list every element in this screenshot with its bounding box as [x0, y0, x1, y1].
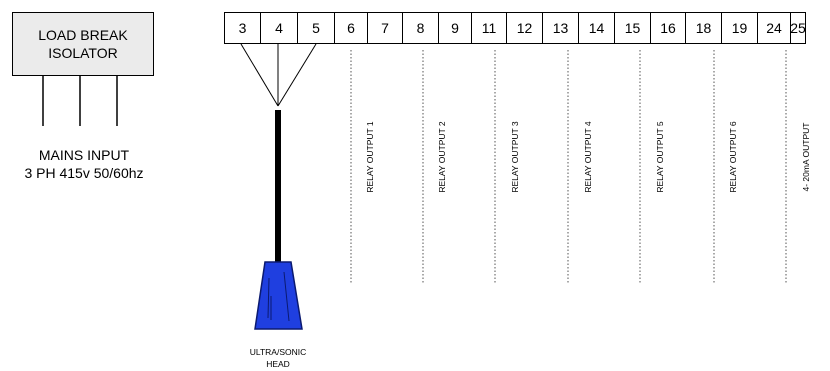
- ultrasonic-head-icon: [254, 261, 303, 330]
- output-label-5: RELAY OUTPUT 5: [655, 121, 665, 193]
- terminal-12: 12: [507, 13, 543, 43]
- output-label-4: RELAY OUTPUT 4: [583, 121, 593, 193]
- output-label-6: RELAY OUTPUT 6: [728, 121, 738, 193]
- mains-label-line2: 3 PH 415v 50/60hz: [24, 165, 144, 181]
- output-dotted-lines: [350, 50, 787, 284]
- terminal-25: 25: [790, 20, 806, 36]
- terminal-19: 19: [722, 13, 758, 43]
- load-break-isolator: LOAD BREAK ISOLATOR: [12, 12, 154, 76]
- terminal-24: 24: [758, 13, 791, 43]
- terminal-3: 3: [225, 13, 261, 43]
- isolator-label-line2: ISOLATOR: [48, 45, 118, 61]
- head-label-line2: HEAD: [266, 359, 290, 369]
- output-label-7: 4- 20mA OUTPUT: [801, 122, 811, 192]
- head-label-line1: ULTRA/SONIC: [249, 347, 307, 357]
- terminal-18: 18: [686, 13, 722, 43]
- terminal-4: 4: [261, 13, 298, 43]
- terminal-11: 11: [472, 13, 507, 43]
- output-label-3: RELAY OUTPUT 3: [510, 121, 520, 193]
- mains-label-line1: MAINS INPUT: [38, 147, 130, 163]
- output-label-1: RELAY OUTPUT 1: [365, 121, 375, 193]
- terminal-13: 13: [543, 13, 579, 43]
- terminal-15: 15: [615, 13, 651, 43]
- ultrasonic-head-label: ULTRA/SONIC HEAD: [228, 346, 328, 370]
- terminal-6: 6: [335, 13, 368, 43]
- terminal-8: 8: [403, 13, 439, 43]
- sensor-wire-3: [240, 43, 279, 107]
- terminal-14: 14: [579, 13, 615, 43]
- terminal-9: 9: [439, 13, 472, 43]
- terminal-16: 16: [651, 13, 686, 43]
- sensor-wire-5: [277, 43, 317, 107]
- isolator-label-line1: LOAD BREAK: [38, 27, 128, 43]
- terminal-5: 5: [298, 13, 335, 43]
- output-label-2: RELAY OUTPUT 2: [437, 121, 447, 193]
- terminal-7: 7: [368, 13, 403, 43]
- mains-input-label: MAINS INPUT 3 PH 415v 50/60hz: [0, 146, 168, 182]
